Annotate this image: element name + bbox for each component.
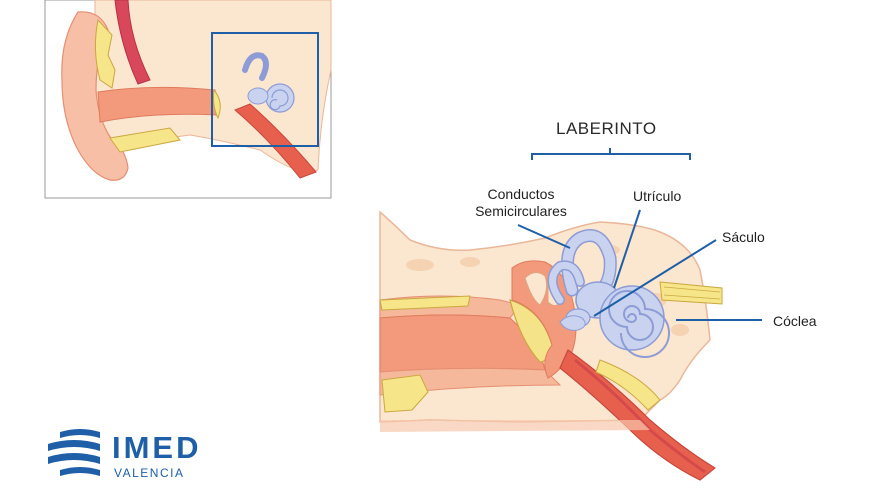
eustachian-tube-inner <box>574 358 706 474</box>
label-utriculo: Utrículo <box>633 188 682 204</box>
inset-eustachian-tube <box>234 103 317 179</box>
inner-ear-detail <box>379 210 723 481</box>
inset-eardrum <box>213 88 221 120</box>
leader-utriculo <box>613 209 641 289</box>
brand-city: VALENCIA <box>114 466 185 480</box>
cartilage-yellow-top <box>379 295 471 311</box>
nerve-strands <box>663 286 721 300</box>
cochlea <box>599 285 665 351</box>
inset-zoom-box <box>211 32 319 147</box>
laberinto-bracket <box>531 148 691 160</box>
ear-overview-inset <box>44 0 332 199</box>
leader-lines <box>517 148 762 321</box>
label-saculo: Sáculo <box>722 229 765 245</box>
saccule-duct <box>559 315 586 331</box>
semicircular-canal-posterior-fill <box>549 261 584 304</box>
leader-saculo <box>593 239 717 317</box>
ossicle-malleus <box>524 272 548 306</box>
label-conductos-line2: Semicirculares <box>475 203 567 219</box>
brand-name: IMED <box>112 430 202 465</box>
cochlea-spiral <box>608 290 670 358</box>
semicircular-canal-superior-fill <box>562 230 616 297</box>
label-conductos-line1: Conductos <box>487 186 555 202</box>
cartilage-yellow <box>381 374 429 413</box>
inset-labyrinth <box>242 52 295 113</box>
labyrinth <box>547 229 670 358</box>
deep-tissue <box>380 420 650 432</box>
inset-cartilage-lower <box>109 127 181 153</box>
inset-cartilage <box>94 18 116 89</box>
laberinto-title: LABERINTO <box>556 119 657 138</box>
inset-vessel <box>114 0 151 85</box>
label-conductos-semicirculares: Conductos Semicirculares <box>466 186 576 220</box>
leader-conductos <box>517 224 571 249</box>
label-coclea: Cóclea <box>773 313 817 329</box>
bone-yellow-lower <box>595 359 661 411</box>
auditory-nerve <box>659 281 723 305</box>
imed-logo-mark <box>48 429 100 476</box>
